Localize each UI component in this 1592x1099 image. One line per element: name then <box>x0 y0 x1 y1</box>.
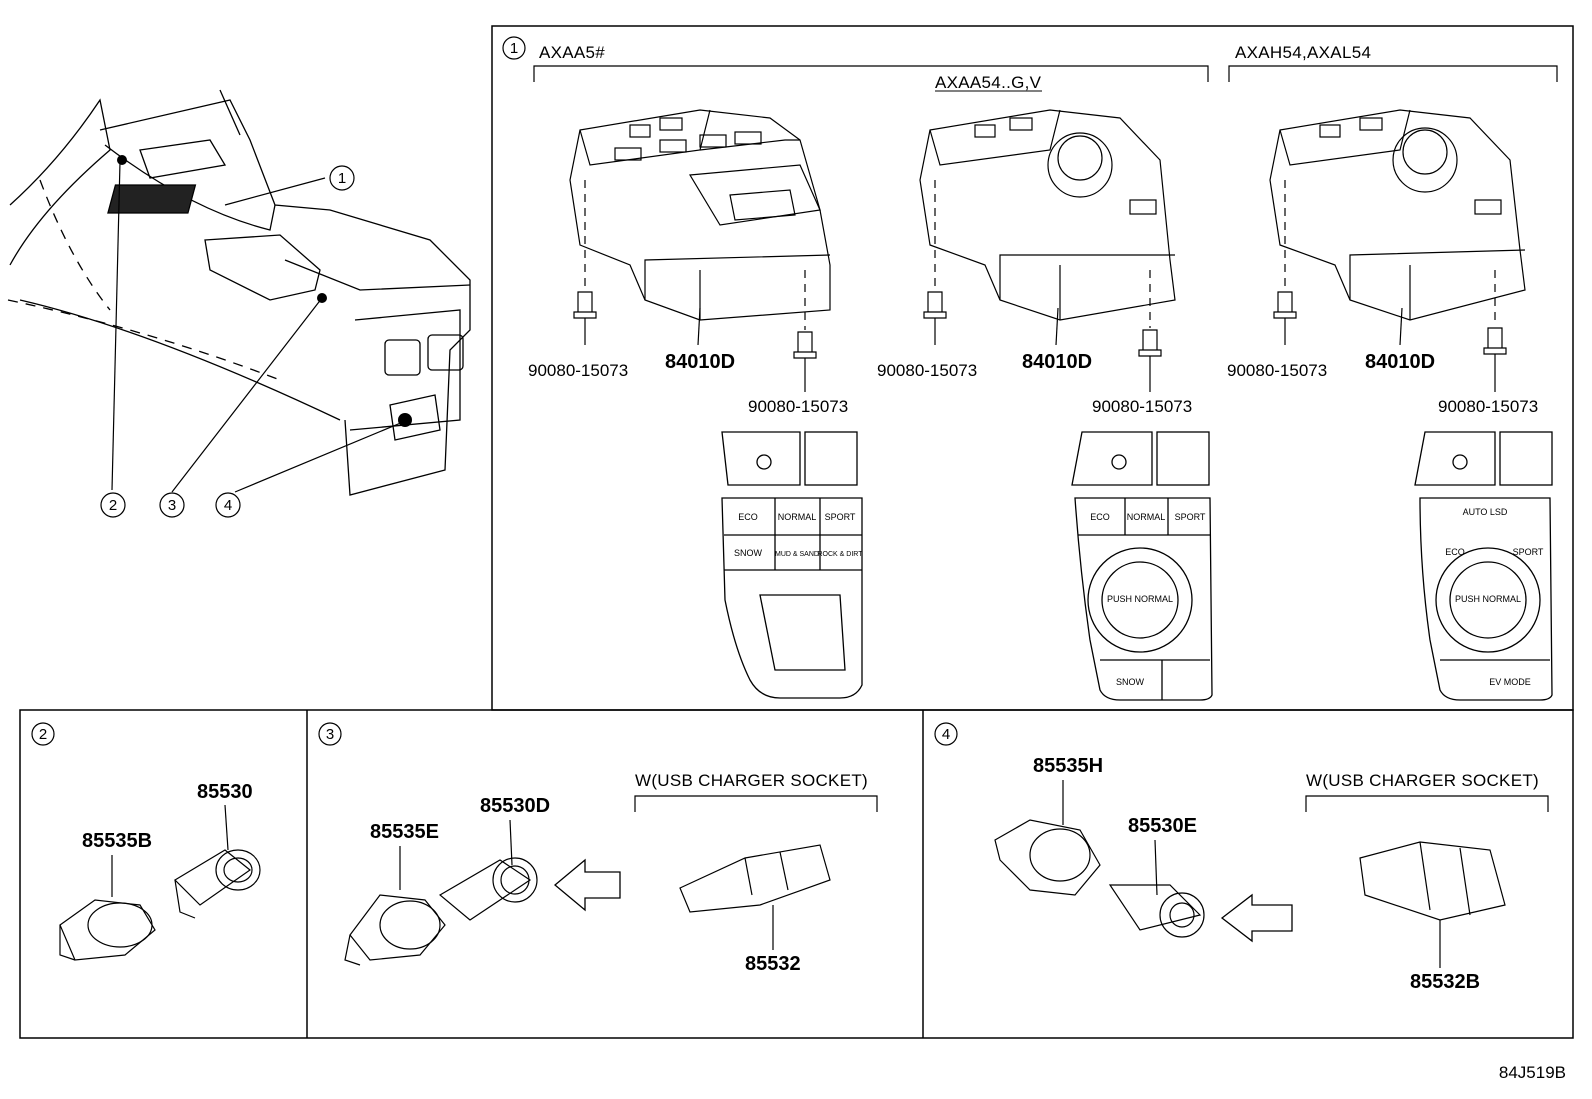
box3-part-c: 85532 <box>745 953 801 975</box>
overview-callout-1: 1 <box>338 170 346 187</box>
screw-c-left <box>1273 180 1297 345</box>
switch-assembly-b <box>919 109 1176 321</box>
panel-a-label-2: SPORT <box>825 512 856 522</box>
box2-part-a: 85535B <box>82 830 152 852</box>
socket-85535b <box>59 855 156 961</box>
bottom-frame <box>19 709 1574 1039</box>
screw-a-right <box>697 270 817 392</box>
panel-b <box>1071 431 1213 701</box>
socket-85530 <box>174 804 261 919</box>
overview-callout-3: 3 <box>168 497 176 514</box>
panel-b-label-1: NORMAL <box>1127 512 1166 522</box>
screw-b-right <box>1055 270 1162 392</box>
box4-part-c: 85532B <box>1410 971 1480 993</box>
panel-a-label-1: NORMAL <box>778 512 817 522</box>
group-label-axaa54: AXAA54..G,V <box>935 73 1042 92</box>
panel-c-label-3: PUSH NORMAL <box>1455 594 1521 604</box>
arrow-box3 <box>553 858 621 912</box>
group-bracket-axaa5 <box>533 65 1209 82</box>
panel-c-label-2: SPORT <box>1513 547 1544 557</box>
box3-callout: 3 <box>326 726 334 743</box>
screw-part-a-right: 90080-15073 <box>748 397 848 416</box>
group-label-axah54: AXAH54,AXAL54 <box>1235 43 1371 62</box>
group-bracket-axah54 <box>1228 65 1558 82</box>
box1-callout: 1 <box>510 40 518 57</box>
usb-socket-85532 <box>679 844 831 950</box>
diagram-code: 84J519B <box>1499 1063 1566 1082</box>
panel-a <box>721 431 863 699</box>
panel-c-label-1: ECO <box>1445 547 1465 557</box>
switch-part-b: 84010D <box>1022 351 1092 373</box>
panel-b-label-4: SNOW <box>1116 677 1145 687</box>
panel-a-label-4: MUD & SAND <box>775 551 819 558</box>
box2-callout-circle <box>31 722 55 746</box>
panel-b-label-2: SPORT <box>1175 512 1206 522</box>
box3-group-label: W(USB CHARGER SOCKET) <box>635 771 868 790</box>
panel-a-label-3: SNOW <box>734 548 763 558</box>
box4-callout: 4 <box>942 726 950 743</box>
socket-85535e <box>344 846 446 966</box>
overview-callout-4: 4 <box>224 497 232 514</box>
screw-part-b-right: 90080-15073 <box>1092 397 1192 416</box>
panel-b-label-0: ECO <box>1090 512 1110 522</box>
panel-a-label-0: ECO <box>738 512 758 522</box>
overview-callout-2: 2 <box>109 497 117 514</box>
screw-part-c-left: 90080-15073 <box>1227 361 1327 380</box>
overview-callout-circles <box>100 165 355 518</box>
box2-callout: 2 <box>39 726 47 743</box>
screw-part-c-right: 90080-15073 <box>1438 397 1538 416</box>
box2-part-b: 85530 <box>197 781 253 803</box>
screw-c-right <box>1399 270 1507 392</box>
box4-part-b: 85530E <box>1128 815 1197 837</box>
box1-callout-circle <box>502 36 526 60</box>
panel-c-label-4: EV MODE <box>1489 677 1531 687</box>
box3-callout-circle <box>318 722 342 746</box>
overview-leaders <box>111 161 404 493</box>
switch-assembly-c <box>1269 109 1526 321</box>
panel-b-label-3: PUSH NORMAL <box>1107 594 1173 604</box>
socket-85535h <box>994 780 1101 896</box>
box4-group-bracket <box>1305 795 1549 812</box>
screw-part-a-left: 90080-15073 <box>528 361 628 380</box>
box4-callout-circle <box>934 722 958 746</box>
panel-c-label-0: AUTO LSD <box>1463 507 1508 517</box>
box4-part-a: 85535H <box>1033 755 1103 777</box>
socket-85530e <box>1108 839 1205 938</box>
box4-group-label: W(USB CHARGER SOCKET) <box>1306 771 1539 790</box>
panel-c <box>1414 431 1553 701</box>
arrow-box4 <box>1220 893 1293 943</box>
console-overview <box>7 89 471 496</box>
switch-part-c: 84010D <box>1365 351 1435 373</box>
box3-part-b: 85530D <box>480 795 550 817</box>
box3-part-a: 85535E <box>370 821 439 843</box>
panel-a-label-5: ROCK & DIRT <box>818 551 864 558</box>
group-label-axaa5: AXAA5# <box>539 43 605 62</box>
screw-b-left <box>923 180 947 345</box>
usb-socket-85532b <box>1359 841 1506 968</box>
switch-assembly-a <box>569 109 831 321</box>
box3-group-bracket <box>634 795 878 812</box>
switch-part-a: 84010D <box>665 351 735 373</box>
socket-85530d <box>438 819 538 921</box>
screw-part-b-left: 90080-15073 <box>877 361 977 380</box>
screw-a-left <box>573 180 597 345</box>
